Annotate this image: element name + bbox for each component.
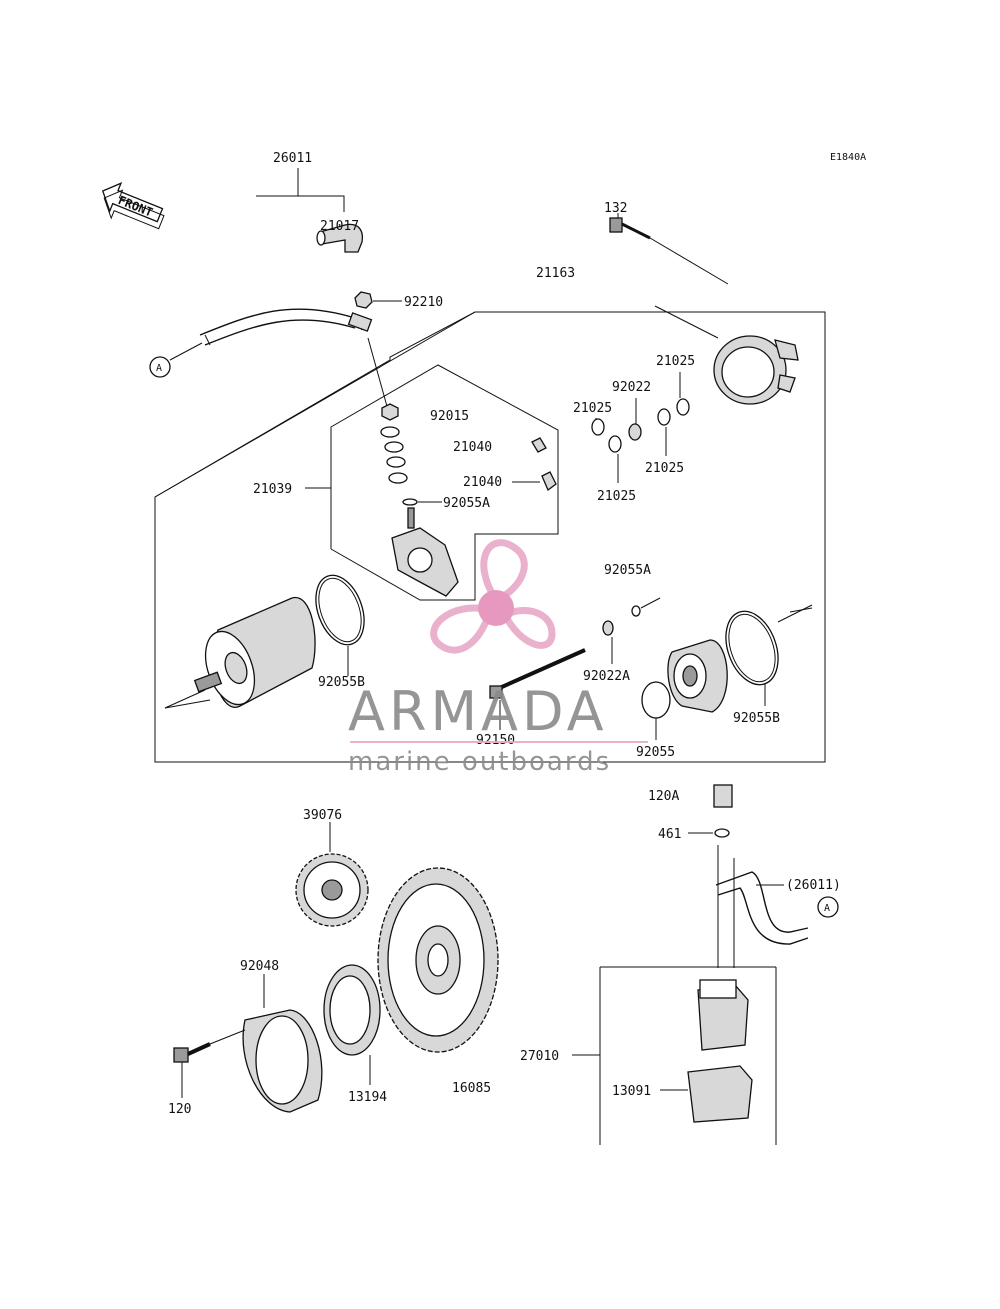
part-label-13091: 13091 bbox=[612, 1084, 651, 1099]
part-label-21039: 21039 bbox=[253, 482, 292, 497]
part-label-132: 132 bbox=[604, 201, 627, 216]
bolt-120 bbox=[173, 1029, 246, 1098]
diagram-code: E1840A bbox=[830, 152, 866, 163]
part-label-92022A: 92022A bbox=[583, 669, 630, 684]
front-cover bbox=[667, 639, 728, 713]
part-label-92150: 92150 bbox=[476, 733, 515, 748]
armada-watermark: ARMADA marine outboards bbox=[348, 539, 648, 777]
part-label-21017: 21017 bbox=[320, 219, 359, 234]
part-label-92055B: 92055B bbox=[733, 711, 780, 726]
o-ring-92055 bbox=[641, 681, 671, 719]
svg-text:A: A bbox=[156, 363, 162, 374]
starter-clutch-gear-16085 bbox=[377, 867, 499, 1053]
long-bolt-92150 bbox=[494, 648, 586, 692]
washer-21025 bbox=[657, 408, 671, 426]
end-cover bbox=[654, 305, 799, 405]
connector-a-left: A bbox=[149, 356, 171, 378]
washer-21025 bbox=[591, 418, 605, 436]
brush-holder-plate bbox=[391, 507, 459, 597]
part-label-92055B: 92055B bbox=[318, 675, 365, 690]
o-ring-92055A bbox=[402, 498, 418, 506]
terminal-cap bbox=[316, 223, 364, 253]
washer bbox=[380, 426, 400, 438]
part-label-92055A: 92055A bbox=[604, 563, 651, 578]
brush-spring-1 bbox=[531, 437, 547, 453]
part-label-92048: 92048 bbox=[240, 959, 279, 974]
washer-92022A bbox=[602, 620, 614, 636]
bolt-120A bbox=[713, 784, 733, 808]
part-label-92022: 92022 bbox=[612, 380, 651, 395]
motor-yoke bbox=[164, 597, 316, 709]
part-label-120A: 120A bbox=[648, 789, 679, 804]
washer-21025 bbox=[676, 398, 690, 416]
connector-a-right: A bbox=[817, 896, 839, 918]
starter-assembly-outline bbox=[154, 311, 826, 763]
nut-92210 bbox=[354, 291, 373, 309]
cover-plate-92048 bbox=[242, 974, 323, 1113]
washer-461 bbox=[714, 828, 730, 838]
part-label-13194: 13194 bbox=[348, 1090, 387, 1105]
part-label-39076: 39076 bbox=[303, 808, 342, 823]
part-label-120: 120 bbox=[168, 1102, 191, 1117]
part-label-21025: 21025 bbox=[645, 461, 684, 476]
washer-92022 bbox=[628, 423, 642, 441]
part-label-21025: 21025 bbox=[597, 489, 636, 504]
o-ring-92055B bbox=[725, 610, 779, 686]
brush-spring-2 bbox=[541, 471, 557, 492]
front-arrow-icon: FRONT bbox=[101, 182, 165, 230]
part-label-461: 461 bbox=[658, 827, 681, 842]
part-label-26011-ref: (26011) bbox=[786, 878, 841, 893]
through-bolt-132 bbox=[609, 213, 729, 285]
svg-text:A: A bbox=[824, 903, 830, 914]
part-label-92055A: 92055A bbox=[443, 496, 490, 511]
part-label-21025: 21025 bbox=[656, 354, 695, 369]
one-way-clutch-13194 bbox=[323, 964, 381, 1085]
part-label-16085: 16085 bbox=[452, 1081, 491, 1096]
starter-cable bbox=[169, 308, 373, 361]
part-label-21025: 21025 bbox=[573, 401, 612, 416]
part-label-21040: 21040 bbox=[463, 475, 502, 490]
part-label-21163: 21163 bbox=[536, 266, 575, 281]
relay-cover-13091 bbox=[687, 1065, 753, 1123]
washer-21025 bbox=[608, 435, 622, 453]
armada-propeller-logo-icon bbox=[430, 539, 556, 654]
part-label-92210: 92210 bbox=[404, 295, 443, 310]
part-label-26011: 26011 bbox=[273, 151, 312, 166]
part-label-21040: 21040 bbox=[453, 440, 492, 455]
watermark-brand: ARMADA bbox=[348, 680, 608, 743]
brush-holder-subassembly-outline bbox=[330, 364, 559, 601]
part-label-92015: 92015 bbox=[430, 409, 469, 424]
o-ring-92055A bbox=[631, 605, 641, 617]
o-ring-92055B bbox=[315, 574, 365, 646]
part-label-92055: 92055 bbox=[636, 745, 675, 760]
part-label-27010: 27010 bbox=[520, 1049, 559, 1064]
idle-gear-39076 bbox=[295, 822, 369, 927]
terminal-nut bbox=[381, 403, 399, 421]
watermark-tagline: marine outboards bbox=[348, 747, 611, 777]
relay-cable bbox=[715, 871, 809, 945]
starter-relay-27010 bbox=[697, 979, 749, 1051]
